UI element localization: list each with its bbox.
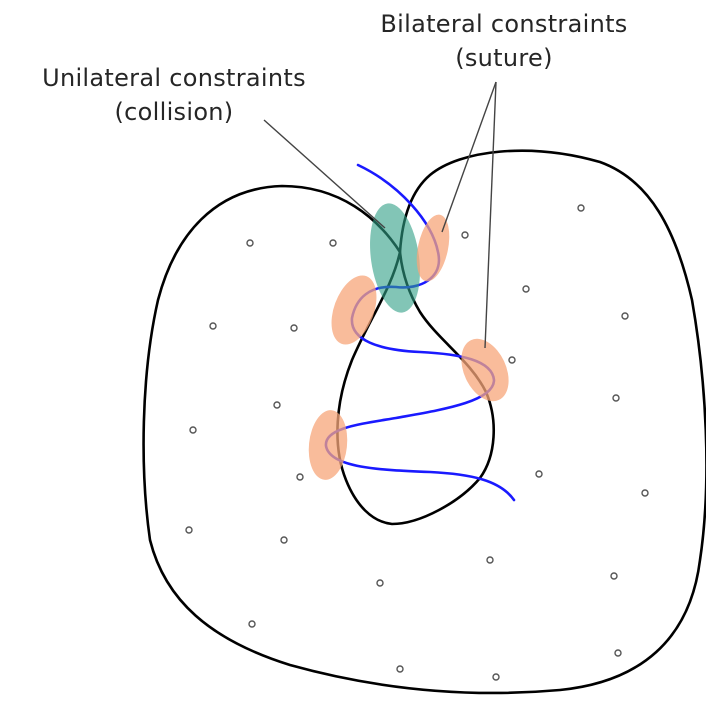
mesh-node bbox=[291, 325, 297, 331]
unilateral-label-title: Unilateral constraints bbox=[42, 64, 306, 92]
mesh-node bbox=[274, 402, 280, 408]
mesh-node bbox=[330, 240, 336, 246]
bilateral-label-title: Bilateral constraints bbox=[380, 10, 627, 38]
mesh-node bbox=[613, 395, 619, 401]
mesh-node bbox=[509, 357, 515, 363]
mesh-node bbox=[578, 205, 584, 211]
mesh-node bbox=[462, 232, 468, 238]
mesh-node bbox=[615, 650, 621, 656]
mesh-node bbox=[523, 286, 529, 292]
mesh-node bbox=[493, 674, 499, 680]
mesh-node bbox=[642, 490, 648, 496]
mesh-node bbox=[611, 573, 617, 579]
mesh-node bbox=[536, 471, 542, 477]
mesh-node bbox=[377, 580, 383, 586]
mesh-node bbox=[190, 427, 196, 433]
mesh-node bbox=[487, 557, 493, 563]
leader-line-unilateral bbox=[264, 120, 385, 228]
mesh-node bbox=[281, 537, 287, 543]
mesh-node bbox=[397, 666, 403, 672]
mesh-node bbox=[249, 621, 255, 627]
mesh-node bbox=[297, 474, 303, 480]
leader-line-bilateral bbox=[442, 82, 496, 232]
mesh-node bbox=[247, 240, 253, 246]
leader-line-bilateral bbox=[485, 82, 496, 348]
unilateral-label-subtitle: (collision) bbox=[115, 98, 234, 126]
bilateral-label-subtitle: (suture) bbox=[455, 44, 553, 72]
mesh-node bbox=[210, 323, 216, 329]
mesh-node bbox=[186, 527, 192, 533]
mesh-node bbox=[622, 313, 628, 319]
